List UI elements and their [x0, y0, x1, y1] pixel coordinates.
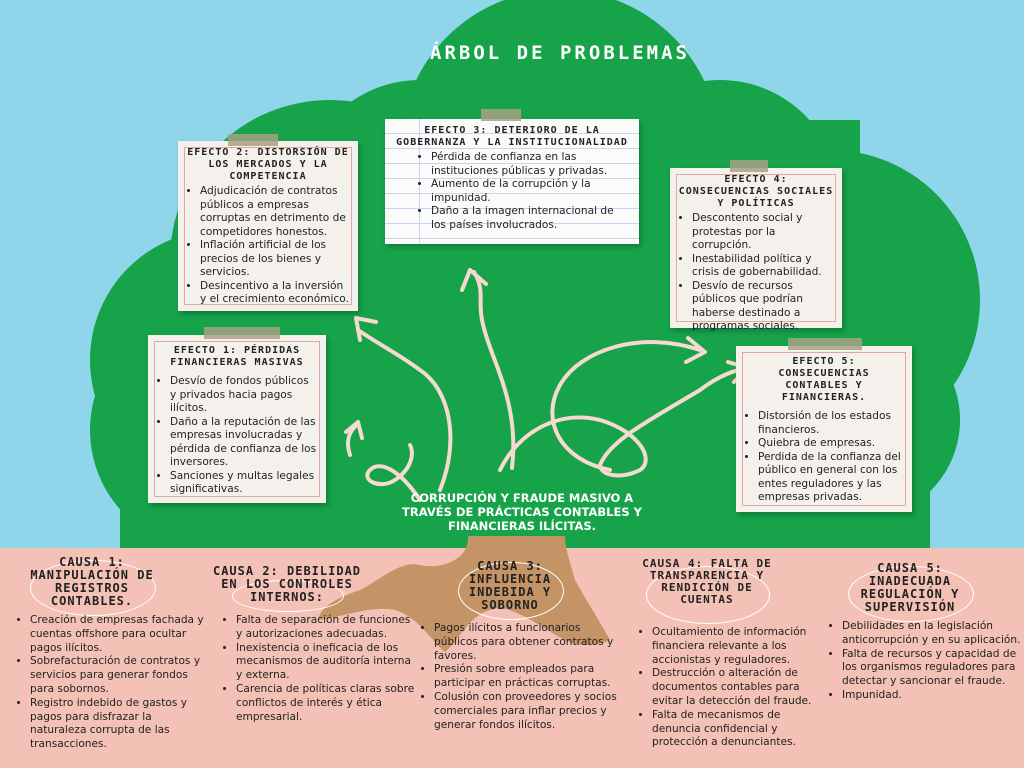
cause-3-item: Pagos ilícitos a funcionarios públicos p…: [434, 622, 626, 663]
cause-5-list: Debilidades en la legislación anticorrup…: [828, 620, 1024, 703]
page-title: ÁRBOL DE PROBLEMAS: [430, 42, 690, 64]
cause-2-title: CAUSA 2: DEBILIDAD EN LOS CONTROLES INTE…: [212, 564, 362, 604]
effect-2-card: EFECTO 2: DISTORSIÓN DE LOS MERCADOS Y L…: [178, 134, 358, 311]
effect-5-card: EFECTO 5: CONSECUENCIAS CONTABLES Y FINA…: [736, 338, 912, 512]
cause-3-item: Colusión con proveedores y socios comerc…: [434, 691, 626, 732]
cause-3-title: CAUSA 3: INFLUENCIA INDEBIDA Y SOBORNO: [468, 559, 552, 612]
effect-2-item: Inflación artificial de los precios de l…: [200, 239, 350, 280]
cause-2-item: Carencia de políticas claras sobre confl…: [236, 683, 416, 724]
effect-1-item: Desvío de fondos públicos y privados hac…: [170, 375, 318, 416]
cause-2-ring: [232, 580, 344, 612]
effect-1-title: EFECTO 1: PÉRDIDAS FINANCIERAS MASIVAS: [170, 345, 304, 368]
effect-4-item: Descontento social y protestas por la co…: [692, 212, 834, 253]
cause-1-ring: [30, 560, 156, 616]
cause-5-ring: [848, 566, 974, 622]
cause-5-item: Falta de recursos y capacidad de los org…: [842, 648, 1024, 689]
effect-2-item: Adjudicación de contratos públicos a emp…: [200, 185, 350, 239]
effect-3-card: EFECTO 3: DETERIORO DE LA GOBERNANZA Y L…: [385, 109, 639, 244]
effect-2-item: Desincentivo a la inversión y el crecimi…: [200, 280, 350, 307]
effect-4-item: Inestabilidad política y crisis de gober…: [692, 253, 834, 280]
cause-3-item: Presión sobre empleados para participar …: [434, 663, 626, 691]
cause-5-item: Debilidades en la legislación anticorrup…: [842, 620, 1024, 648]
effect-4-title: EFECTO 4: CONSECUENCIAS SOCIALES Y POLÍT…: [678, 174, 834, 209]
cause-4-item: Destrucción o alteración de documentos c…: [652, 667, 828, 708]
cause-1-item: Registro indebido de gastos y pagos para…: [30, 697, 210, 752]
effect-1-item: Sanciones y multas legales significativa…: [170, 470, 318, 497]
effect-3-item: Pérdida de confianza en las institucione…: [431, 151, 631, 178]
effect-4-card: EFECTO 4: CONSECUENCIAS SOCIALES Y POLÍT…: [670, 160, 842, 332]
cause-1-title: CAUSA 1: MANIPULACIÓN DE REGISTROS CONTA…: [30, 555, 154, 608]
cause-1-item: Creación de empresas fachada y cuentas o…: [30, 614, 210, 655]
effect-3-item: Daño a la imagen internacional de los pa…: [431, 205, 631, 232]
effect-3-item: Aumento de la corrupción y la impunidad.: [431, 178, 631, 205]
root-problem: CORRUPCIÓN Y FRAUDE MASIVO A TRAVÉS DE P…: [402, 491, 642, 533]
cause-1-item: Sobrefacturación de contratos y servicio…: [30, 655, 210, 696]
effect-4-item: Desvío de recursos públicos que podrían …: [692, 280, 834, 334]
growth-arrows: [344, 268, 750, 502]
effect-3-title: EFECTO 3: DETERIORO DE LA GOBERNANZA Y L…: [396, 125, 628, 148]
cause-1-list: Creación de empresas fachada y cuentas o…: [16, 614, 210, 752]
cause-2-list: Falta de separación de funciones y autor…: [222, 614, 416, 724]
effect-5-item: Perdida de la confianza del público en g…: [758, 451, 904, 505]
cause-2-item: Falta de separación de funciones y autor…: [236, 614, 416, 642]
cause-3-ring: [458, 562, 564, 620]
effect-5-item: Distorsión de los estados financieros.: [758, 410, 904, 437]
cause-4-ring: [646, 566, 770, 624]
cause-4-title: CAUSA 4: FALTA DE TRANSPARENCIA Y RENDIC…: [642, 557, 772, 606]
cause-4-item: Ocultamiento de información financiera r…: [652, 626, 828, 667]
cause-3-list: Pagos ilícitos a funcionarios públicos p…: [420, 622, 626, 732]
effect-1-item: Daño a la reputación de las empresas inv…: [170, 416, 318, 470]
cause-4-item: Falta de mecanismos de denuncia confiden…: [652, 709, 828, 750]
effect-5-item: Quiebra de empresas.: [758, 437, 904, 451]
cause-5-title: CAUSA 5: INADECUADA REGULACIÓN Y SUPERVI…: [860, 561, 960, 614]
effect-5-title: EFECTO 5: CONSECUENCIAS CONTABLES Y FINA…: [778, 356, 870, 403]
effect-2-title: EFECTO 2: DISTORSIÓN DE LOS MERCADOS Y L…: [187, 147, 349, 182]
cause-4-list: Ocultamiento de información financiera r…: [638, 626, 828, 750]
cause-5-item: Impunidad.: [842, 689, 1024, 703]
effect-1-card: EFECTO 1: PÉRDIDAS FINANCIERAS MASIVAS D…: [148, 327, 326, 503]
cause-2-item: Inexistencia o ineficacia de los mecanis…: [236, 642, 416, 683]
